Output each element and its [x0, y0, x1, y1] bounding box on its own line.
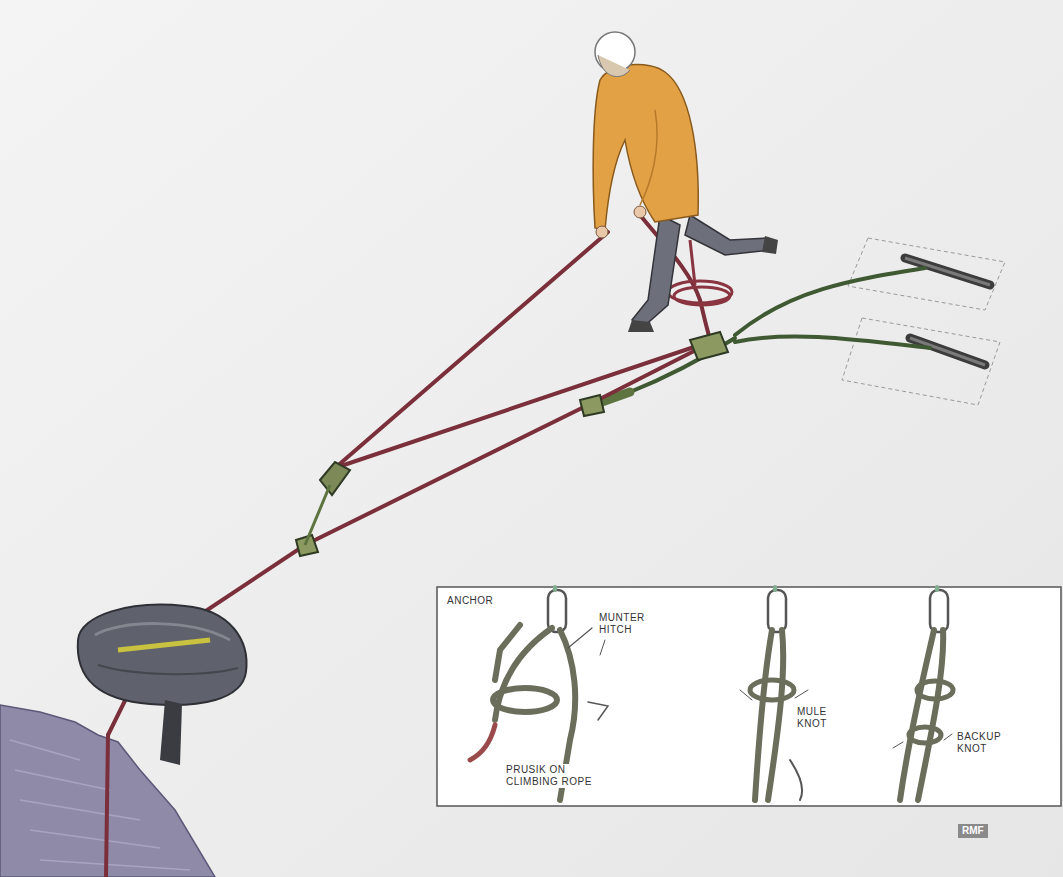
- crevasse-edge: [0, 705, 215, 877]
- climber-figure: [593, 32, 778, 332]
- anchor-slings: [585, 268, 930, 408]
- callout-label: MUNTER HITCH: [597, 612, 663, 636]
- inset-panel: [437, 587, 1061, 806]
- watermark: RMF: [958, 824, 988, 838]
- callout-label: ANCHOR: [445, 595, 529, 607]
- haul-bag: [78, 605, 247, 765]
- inset-knot-drawings: [470, 587, 953, 800]
- snow-picket-anchors: [842, 238, 1005, 405]
- prusik-and-pulleys: [296, 332, 728, 556]
- callout-label: MULE KNOT: [795, 706, 843, 730]
- callout-label: BACKUP KNOT: [955, 731, 1015, 755]
- callout-label: PRUSIK ON CLIMBING ROPE: [504, 764, 600, 788]
